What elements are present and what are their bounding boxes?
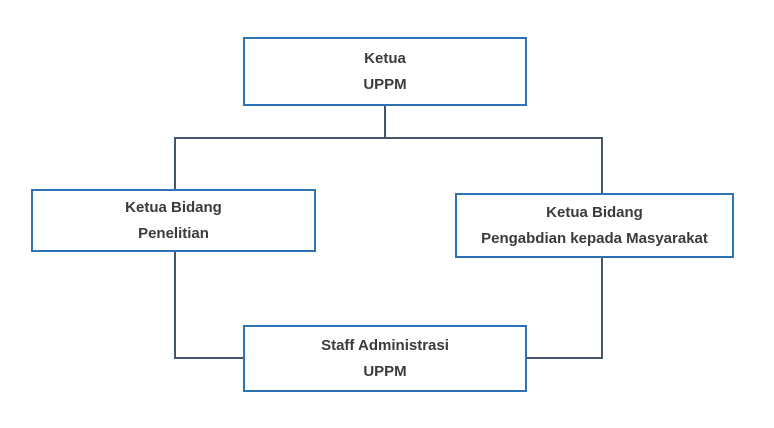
connector-left-drop: [174, 137, 176, 189]
connector-right-lower-drop: [601, 258, 603, 359]
node-label-line: Ketua Bidang: [125, 198, 222, 216]
node-label-line: Ketua: [364, 49, 406, 67]
node-label-line: UPPM: [363, 362, 407, 380]
connector-right-lower-horizontal: [527, 357, 603, 359]
node-label-line: Penelitian: [138, 224, 209, 242]
node-label-line: UPPM: [363, 75, 407, 93]
connector-left-lower-drop: [174, 252, 176, 359]
connector-main-horizontal: [174, 137, 603, 139]
connector-right-drop: [601, 137, 603, 193]
node-ketua-bidang-penelitian: Ketua Bidang Penelitian: [31, 189, 316, 252]
node-ketua-uppm: Ketua UPPM: [243, 37, 527, 106]
node-label-line: Ketua Bidang: [546, 203, 643, 221]
node-ketua-bidang-pengabdian-kepada-masyarakat: Ketua Bidang Pengabdian kepada Masyaraka…: [455, 193, 734, 258]
connector-root-stem: [384, 106, 386, 139]
node-label-line: Staff Administrasi: [321, 336, 449, 354]
node-staff-administrasi-uppm: Staff Administrasi UPPM: [243, 325, 527, 392]
connector-left-lower-horizontal: [174, 357, 243, 359]
node-label-line: Pengabdian kepada Masyarakat: [481, 229, 708, 247]
